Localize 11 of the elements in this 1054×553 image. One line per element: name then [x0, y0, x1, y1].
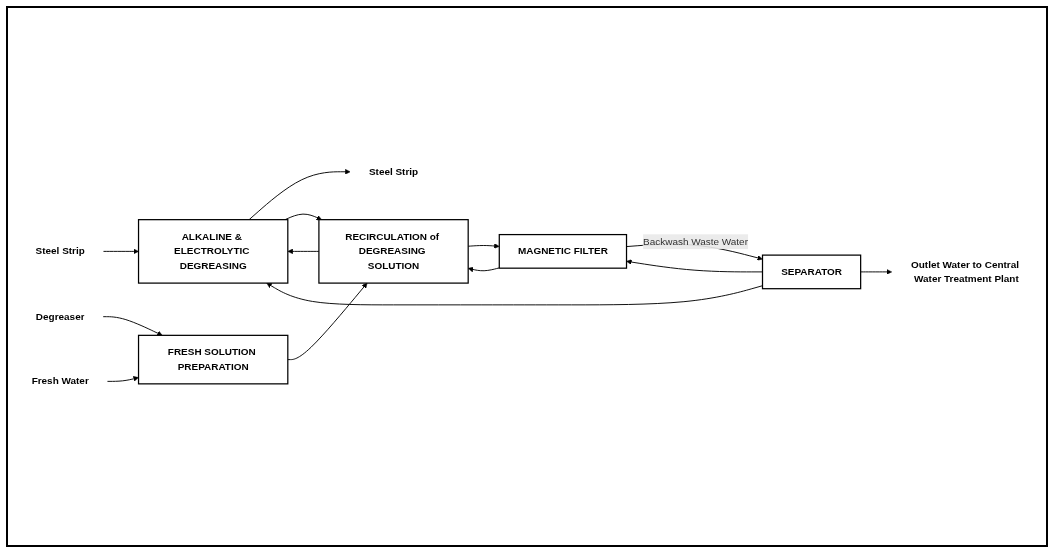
- node-text: Steel Strip: [368, 166, 419, 177]
- node-text: Degreaser: [35, 311, 85, 322]
- node-text: Fresh Water: [31, 375, 89, 387]
- edge-label: Backwash Waste Water: [643, 236, 748, 247]
- node-box: SEPARATOR: [761, 254, 862, 290]
- node-text: Outlet Water to Central Water Treatment Plant: [911, 258, 1019, 285]
- node-box: ALKALINE & ELECTROLYTIC DEGREASING: [137, 218, 289, 284]
- node-box: MAGNETIC FILTER: [498, 233, 628, 269]
- node-box: RECIRCULATION of DEGREASING SOLUTION: [318, 218, 469, 284]
- node-box: FRESH SOLUTION PREPARATION: [137, 334, 289, 385]
- node-text: Steel Strip: [35, 245, 85, 257]
